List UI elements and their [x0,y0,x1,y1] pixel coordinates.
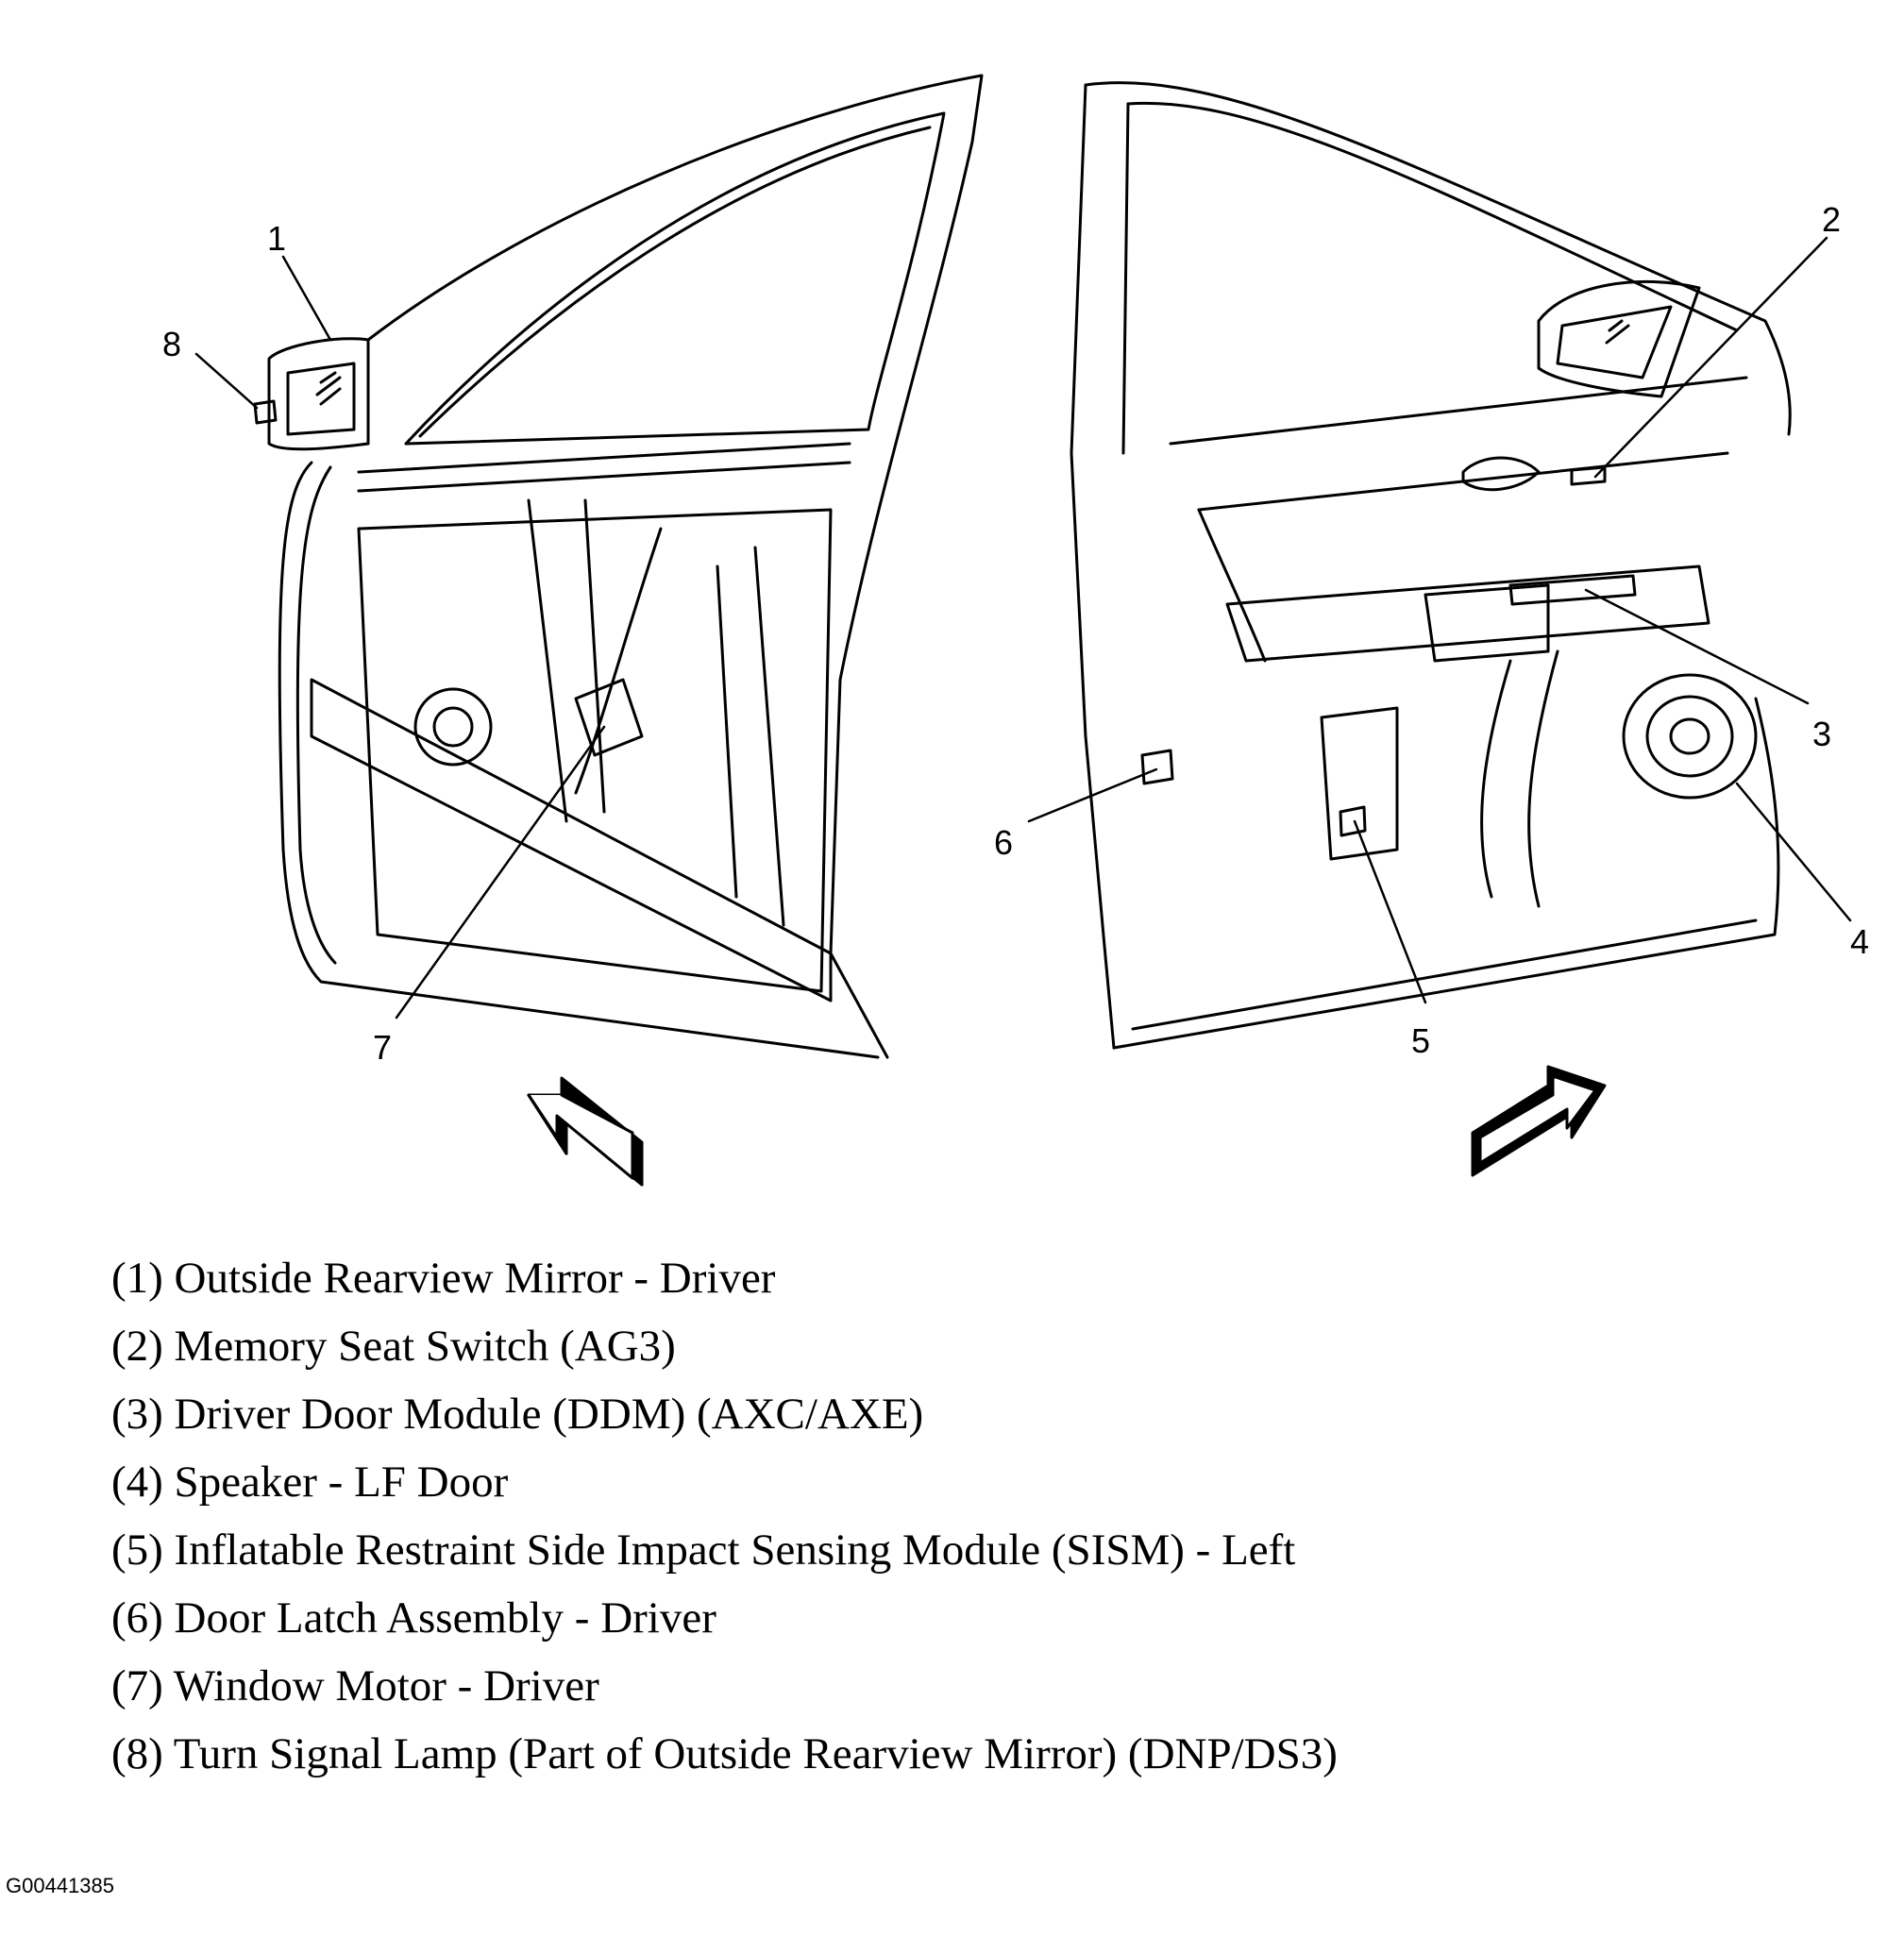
right-door-interior-view [1070,81,1792,1050]
legend-item: (5) Inflatable Restraint Side Impact Sen… [111,1525,1296,1575]
legend-item: (2) Memory Seat Switch (AG3) [111,1322,676,1371]
left-door-exterior-view [253,74,984,1059]
legend-item: (6) Door Latch Assembly - Driver [111,1593,716,1643]
callout-5: 5 [1411,1021,1430,1060]
legend-item: (7) Window Motor - Driver [111,1661,599,1710]
callout-7: 7 [373,1028,392,1067]
component-legend: (1) Outside Rearview Mirror - Driver (2)… [111,1244,1338,1788]
callout-6: 6 [994,823,1013,862]
figure-id: G00441385 [6,1874,114,1897]
legend-item: (4) Speaker - LF Door [111,1458,509,1507]
callout-8: 8 [162,325,181,363]
callout-2: 2 [1822,200,1841,239]
legend-item: (8) Turn Signal Lamp (Part of Outside Re… [111,1729,1338,1778]
callout-1: 1 [267,219,286,258]
legend-item: (3) Driver Door Module (DDM) (AXC/AXE) [111,1390,924,1439]
door-component-diagram: 1 8 2 3 4 5 6 7 [162,74,1869,1187]
view-direction-arrow-left-icon [527,1076,644,1187]
view-direction-arrow-right-icon [1471,1065,1607,1177]
callout-3: 3 [1812,715,1831,753]
legend-item: (1) Outside Rearview Mirror - Driver [111,1254,776,1303]
callout-4: 4 [1850,922,1869,961]
leader-lines [194,236,1852,1020]
